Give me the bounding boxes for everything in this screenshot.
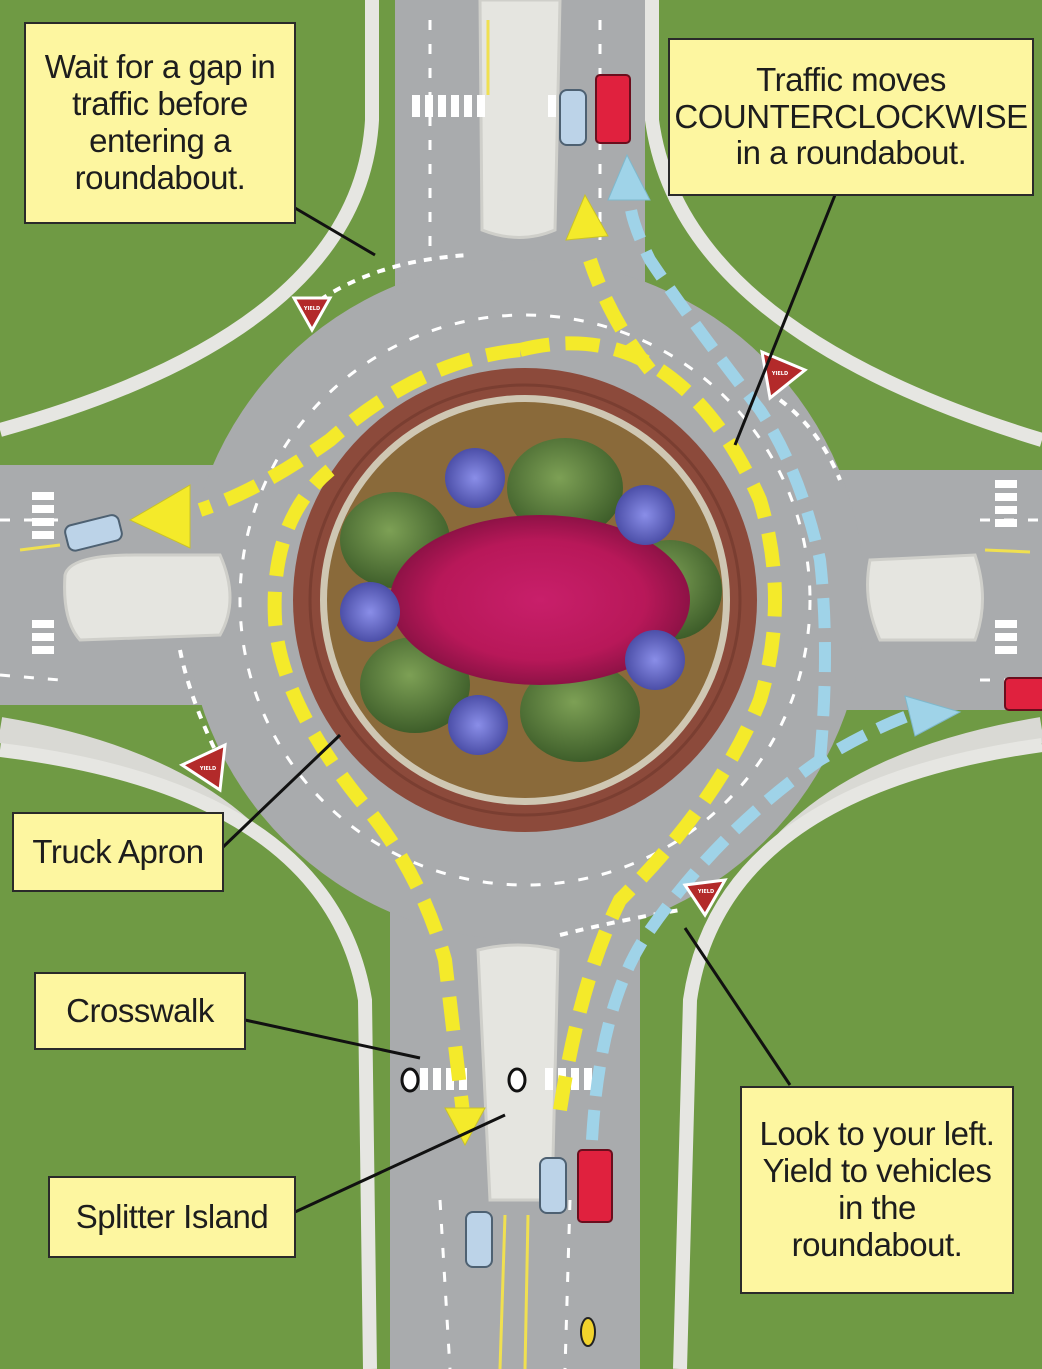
callout-look-left: Look to your left. Yield to vehicles in …	[740, 1086, 1014, 1294]
callout-crosswalk-text: Crosswalk	[66, 991, 214, 1029]
car-red-south	[577, 1149, 613, 1223]
callout-splitter-island-text: Splitter Island	[75, 1197, 269, 1235]
callout-wait-gap: Wait for a gap in traffic before enterin…	[24, 22, 296, 224]
crosswalk-north	[412, 95, 556, 117]
callout-crosswalk: Crosswalk	[34, 972, 246, 1050]
lane-markings	[19, 20, 1031, 1369]
callout-truck-apron: Truck Apron	[12, 812, 224, 892]
yield-sign-sw-label: YIELD	[199, 766, 216, 772]
yellow-arrowheads	[128, 193, 609, 1147]
car-red-north	[595, 74, 631, 144]
apron-edge	[308, 383, 742, 817]
vehicles	[64, 74, 1042, 1347]
pedestrian-signals	[400, 1067, 527, 1093]
yield-sign-nw-label: YIELD	[303, 306, 320, 312]
yield-sign-ne-label: YIELD	[771, 371, 788, 377]
yield-lines	[178, 253, 842, 937]
blue-travel-paths	[586, 199, 913, 1141]
crosswalk-east	[995, 480, 1017, 654]
callout-counterclockwise-text: Traffic moves COUNTERCLOCKWISE in a roun…	[674, 60, 1028, 172]
blue-arrowheads	[607, 153, 962, 737]
crosswalk-west	[32, 492, 54, 654]
cyclist	[580, 1317, 596, 1347]
yield-signs: YIELD YIELD YIELD YIELD	[178, 296, 808, 918]
yield-sign-ne: YIELD	[760, 349, 808, 401]
callout-counterclockwise: Traffic moves COUNTERCLOCKWISE in a roun…	[668, 38, 1034, 196]
callout-splitter-island: Splitter Island	[48, 1176, 296, 1258]
car-blue-south-a	[539, 1157, 567, 1214]
callout-wait-gap-text: Wait for a gap in traffic before enterin…	[44, 48, 276, 196]
yield-sign-se-label: YIELD	[697, 889, 714, 895]
yield-sign-se: YIELD	[682, 878, 728, 918]
callout-truck-apron-text: Truck Apron	[32, 832, 204, 870]
yellow-travel-paths	[197, 257, 782, 1131]
yield-sign-sw: YIELD	[178, 742, 227, 793]
car-red-east	[1004, 677, 1042, 711]
callout-look-left-text: Look to your left. Yield to vehicles in …	[759, 1115, 995, 1263]
car-blue-north	[559, 89, 587, 146]
planter-shrubs	[340, 438, 722, 762]
crosswalks	[32, 95, 1017, 1090]
car-blue-south-b	[465, 1211, 493, 1268]
callout-leader-lines	[220, 194, 837, 1214]
car-blue-west	[64, 514, 123, 552]
yield-sign-nw: YIELD	[291, 296, 333, 334]
